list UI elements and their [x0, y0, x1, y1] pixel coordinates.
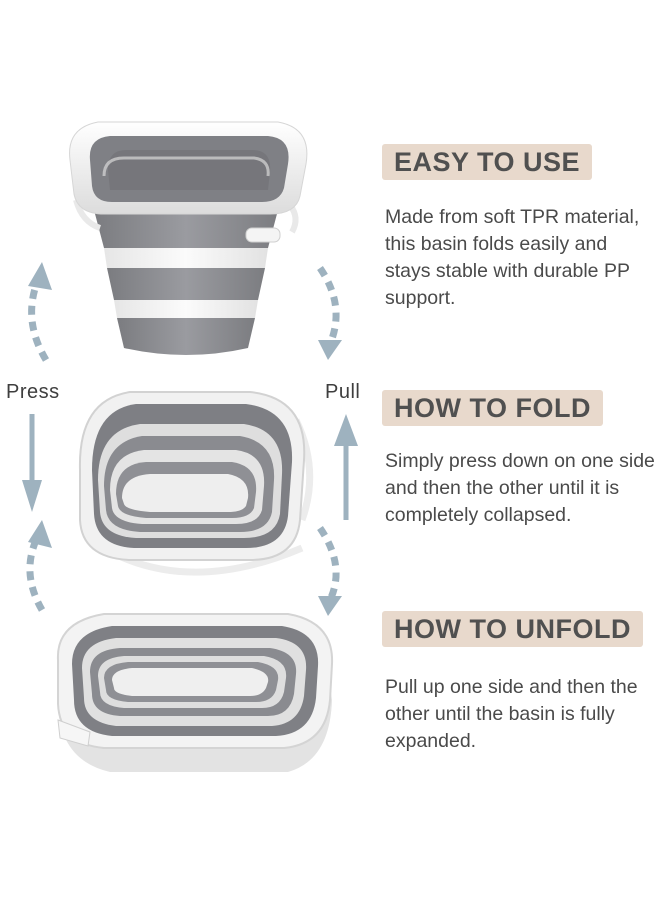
- how-to-unfold-description: Pull up one side and then the other unti…: [385, 676, 638, 752]
- how-to-fold-heading: HOW TO FOLD: [382, 390, 603, 426]
- press-label: Press: [6, 381, 60, 403]
- easy-to-use-description: Made from soft TPR material, this basin …: [385, 206, 640, 309]
- how-to-unfold-heading: HOW TO UNFOLD: [382, 611, 643, 647]
- pull-label: Pull: [325, 381, 361, 403]
- easy-to-use-heading: EASY TO USE: [382, 144, 593, 180]
- how-to-fold-description: Simply press down on one side and then t…: [385, 450, 655, 526]
